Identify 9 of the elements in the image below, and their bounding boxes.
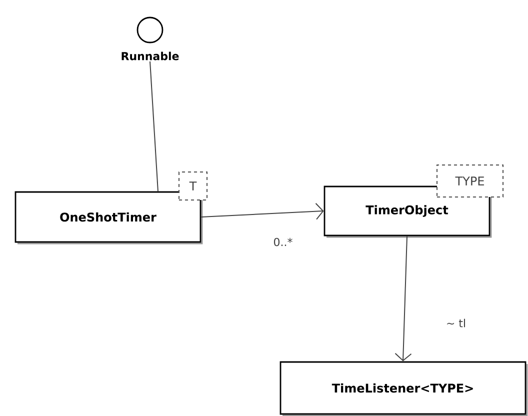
multiplicity-label: ~ tl bbox=[444, 318, 468, 328]
association-line bbox=[200, 202, 324, 220]
template-parameter-box: TYPE bbox=[436, 164, 504, 198]
association-line bbox=[394, 236, 412, 362]
association-line bbox=[150, 60, 158, 192]
class-box: TimeListener<TYPE> bbox=[280, 361, 528, 416]
class-box: OneShotTimer bbox=[14, 191, 203, 244]
multiplicity-label: 0..* bbox=[272, 236, 294, 248]
template-parameter-box: T bbox=[178, 172, 208, 200]
